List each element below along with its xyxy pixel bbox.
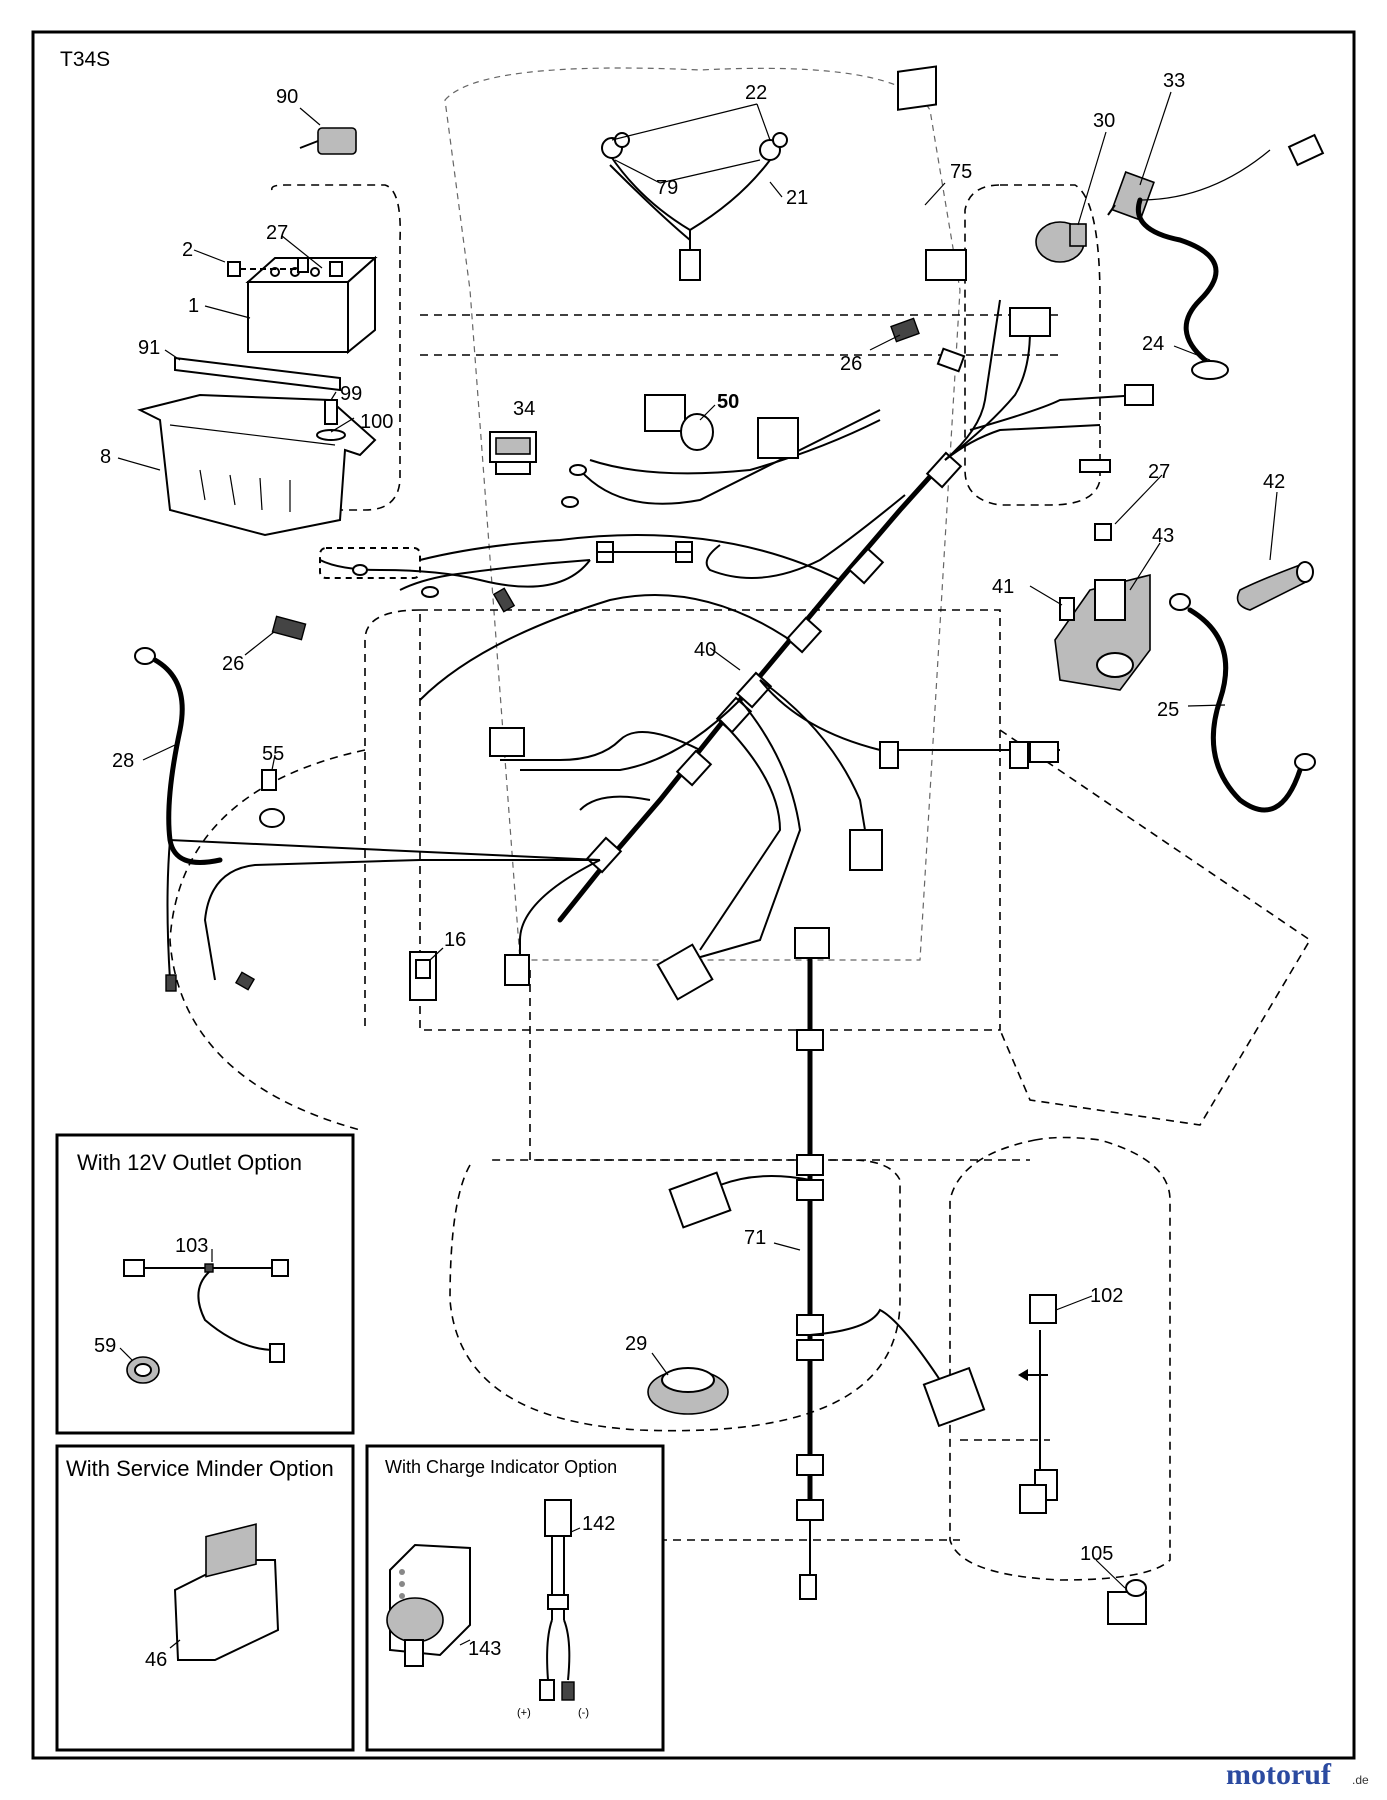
part-71-plugs	[668, 1171, 986, 1428]
callout-91: 91	[138, 337, 160, 359]
part-bolt-2	[227, 261, 343, 277]
part-75	[897, 65, 937, 111]
part-26-left	[271, 615, 307, 641]
callout-labels: 90 22 79 21 75 30 33 2 27 1 91 99 100 8 …	[100, 70, 1285, 1565]
inset-12v-outlet-title: With 12V Outlet Option	[77, 1150, 302, 1175]
battery	[245, 255, 378, 355]
watermark-brand: motoruf	[1226, 1758, 1332, 1791]
callout-142: 142	[582, 1513, 615, 1535]
inset-service-minder-title: With Service Minder Option	[66, 1456, 334, 1481]
callout-33: 33	[1163, 70, 1185, 92]
callout-28: 28	[112, 750, 134, 772]
callout-24: 24	[1142, 333, 1164, 355]
battery-tray	[137, 393, 377, 537]
part-16	[409, 951, 437, 1001]
part-91	[174, 356, 341, 392]
watermark-logo: motoruf .de	[1226, 1758, 1369, 1791]
callout-103: 103	[175, 1235, 208, 1257]
small-connectors-left	[319, 464, 587, 613]
part-34	[489, 431, 537, 475]
callout-21: 21	[786, 187, 808, 209]
part-30	[1035, 221, 1087, 263]
callout-105: 105	[1080, 1543, 1113, 1565]
callout-34: 34	[513, 398, 535, 420]
polarity-positive: (+)	[517, 1707, 531, 1719]
callout-16: 16	[444, 929, 466, 951]
inset-charge-indicator: With Charge Indicator Option (+) (-) 142…	[365, 1444, 665, 1752]
callout-26-left: 26	[222, 653, 244, 675]
callout-99: 99	[340, 383, 362, 405]
part-25	[1169, 593, 1316, 813]
callout-75: 75	[950, 161, 972, 183]
part-26-top	[757, 249, 1154, 473]
callout-8: 8	[100, 446, 111, 468]
callout-79: 79	[656, 177, 678, 199]
part-29	[647, 1367, 729, 1415]
callout-29: 29	[625, 1333, 647, 1355]
part-headlight-harness	[601, 132, 788, 281]
part-105	[1107, 1579, 1147, 1625]
part-90	[299, 127, 357, 155]
part-33	[1107, 171, 1155, 221]
polarity-negative: (-)	[578, 1707, 589, 1719]
callout-100: 100	[360, 411, 393, 433]
part-99-100	[316, 399, 346, 441]
callout-46: 46	[145, 1649, 167, 1671]
callout-71: 71	[744, 1227, 766, 1249]
callout-25: 25	[1157, 699, 1179, 721]
callout-41: 41	[992, 576, 1014, 598]
callout-102: 102	[1090, 1285, 1123, 1307]
diagram-code: T34S	[60, 48, 110, 71]
part-50	[644, 394, 714, 451]
callout-50: 50	[717, 391, 739, 413]
callout-59: 59	[94, 1335, 116, 1357]
callout-143: 143	[468, 1638, 501, 1660]
callout-30: 30	[1093, 110, 1115, 132]
callout-43: 43	[1152, 525, 1174, 547]
main-harness	[166, 299, 1141, 981]
part-43-solenoid	[1054, 523, 1151, 691]
diagram-frame	[31, 30, 1356, 1760]
callout-42: 42	[1263, 471, 1285, 493]
callout-2: 2	[182, 239, 193, 261]
callout-1: 1	[188, 295, 199, 317]
callout-40: 40	[694, 639, 716, 661]
callout-26-top: 26	[840, 353, 862, 375]
part-102-arrow	[1018, 1369, 1048, 1381]
callout-55: 55	[262, 743, 284, 765]
callout-22: 22	[745, 82, 767, 104]
inset-charge-indicator-title: With Charge Indicator Option	[385, 1457, 617, 1477]
wire-ends	[165, 727, 1059, 1001]
callout-27-top: 27	[266, 222, 288, 244]
harness-71	[719, 927, 1058, 1600]
part-55	[259, 769, 285, 828]
part-28	[134, 647, 223, 865]
inset-service-minder: With Service Minder Option 46	[55, 1444, 355, 1752]
inset-12v-outlet: With 12V Outlet Option 103 59	[55, 1133, 355, 1435]
callout-27-right: 27	[1148, 461, 1170, 483]
leader-lines	[117, 91, 1278, 1589]
part-24	[1136, 133, 1325, 380]
watermark-tld: .de	[1352, 1773, 1369, 1787]
part-42	[1236, 561, 1314, 611]
callout-90: 90	[276, 86, 298, 108]
